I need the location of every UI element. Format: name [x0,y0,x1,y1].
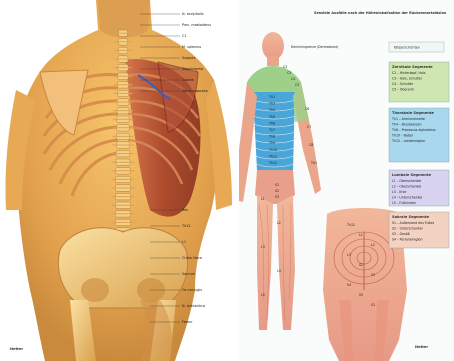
legend-line: C4 – Schulter [392,82,414,86]
legend-line: L1 – Oberschenkel [392,179,421,183]
anatomy-label: Crista iliaca [182,256,202,260]
anatomy-label: Os coccygis [182,288,202,292]
legend-line: L3 – Knie [392,190,406,194]
anatomy-label: C1 [182,34,187,38]
anatomy-label: Scapula [182,56,195,60]
thoracic-label: Th12 [268,161,277,165]
legend-line: S1 – Außenrand des Fußes [392,221,434,225]
legend-line: L2 – Oberschenkel [392,185,421,189]
anatomy-label: Ren [182,208,188,212]
legend-line: S3 – Gesäß [392,232,410,236]
legend-line: S4 – Perianalregion [392,238,423,242]
arm-label: C6 [305,107,309,111]
thoracic-label: Th6 [268,121,275,125]
cervical-label: C3 [287,71,291,75]
legend-line: L4 – Unterschenkel [392,196,422,200]
right-signature: Netter [415,345,428,349]
back-label: S5 [359,293,363,297]
back-label: L2 [371,243,375,247]
thoracic-label: Th9 [268,141,275,145]
anatomy-label: Diaphragma [182,67,203,71]
legend-box-title: Thorakale Segmente [392,111,434,115]
legend-line: S2 – Unterschenkel [392,227,423,231]
lumbar-label: L4 [277,269,281,273]
back-label: L1 [359,233,363,237]
thoracic-label: Th5 [268,115,275,119]
thoracic-label: Th10 [268,148,277,152]
sacral-label: S1 [275,183,279,187]
legend-line: Th12 – Leistenregion [391,139,425,143]
anatomy-label: L1 [182,240,186,244]
chart-title: Sensible Ausfälle nach der Höhenlokalisa… [314,11,447,15]
arm-label: C8 [309,143,313,147]
lumbar-label: L2 [277,221,281,225]
legend-box-title: Zervikale Segmente [392,65,433,69]
left-signature: Netter [10,347,23,351]
segment-legend: Zervikale Segmente C2 – Hinterkopf, HalsC… [389,62,449,248]
back-label: S1 [371,303,375,307]
sacral-label: S2 [275,189,279,193]
back-label: S3 [371,273,375,277]
anatomy-label: N. ischiadicus [182,304,206,308]
arm-label: Th1 [310,161,317,165]
back-label: Th12 [346,223,355,227]
cervical-label: C4 [291,77,295,81]
anatomy-label: Sacrum [182,272,196,276]
back-label: S2 [359,263,363,267]
cervical-label: C5 [295,83,299,87]
anatomy-label: M. splenius [182,45,201,49]
back-label: S4 [347,283,351,287]
lumbar-label: L3 [261,245,265,249]
legend-line: L5 – Fußrücken [392,201,416,205]
anatomy-label: Th12 [181,224,191,228]
thoracic-label: Th7 [268,128,275,132]
sacral-label: S3 [275,195,279,199]
left-obturator [81,278,109,302]
anatomy-label: Spina scapulae [182,89,208,93]
legend-line: C5 – Oberarm [392,88,414,92]
lumbar-label: L5 [261,293,265,297]
thoracic-label: Th8 [268,135,275,139]
thoracic-label: Th11 [268,154,277,158]
lumbar-label: L1 [261,197,265,201]
legend-line: C2 – Hinterkopf, Hals [392,71,426,75]
thoracic-label: Th3 [268,102,275,106]
legend-heading: Körperschichten [394,46,420,50]
anatomy-label: N. occipitalis [182,12,204,16]
legend-line: C3 – Hals, Schulter [392,77,423,81]
arm-label: C7 [307,125,311,129]
front-head [262,32,284,60]
cervical-label: C2 [283,65,287,69]
legend-box-title: Sakrale Segmente [392,215,430,219]
legend-line: Th4 – Brustwarzen [391,123,422,127]
front-neck [267,56,279,66]
thoracic-label: Th2 [268,95,275,99]
legend-line: Th10 – Nabel [391,134,413,138]
legend-line: Th1 – Arminnenseite [391,117,425,121]
anatomy-label: Proc. mastoideus [182,23,211,27]
legend-box-title: Lumbale Segmente [392,173,432,177]
anatomy-label: Costae [182,78,194,82]
legend-line: Th6 – Processus xiphoideus [391,128,436,132]
dermatome-chart: Sensible Ausfälle nach der Höhenlokalisa… [239,0,454,361]
thoracic-label: Th4 [268,108,275,112]
front-note: Kleinhirngrenze (Dermatome) [291,45,338,49]
anatomy-label: Femur [182,320,193,324]
pelvis [58,228,187,308]
back-label: L3 [347,253,351,257]
